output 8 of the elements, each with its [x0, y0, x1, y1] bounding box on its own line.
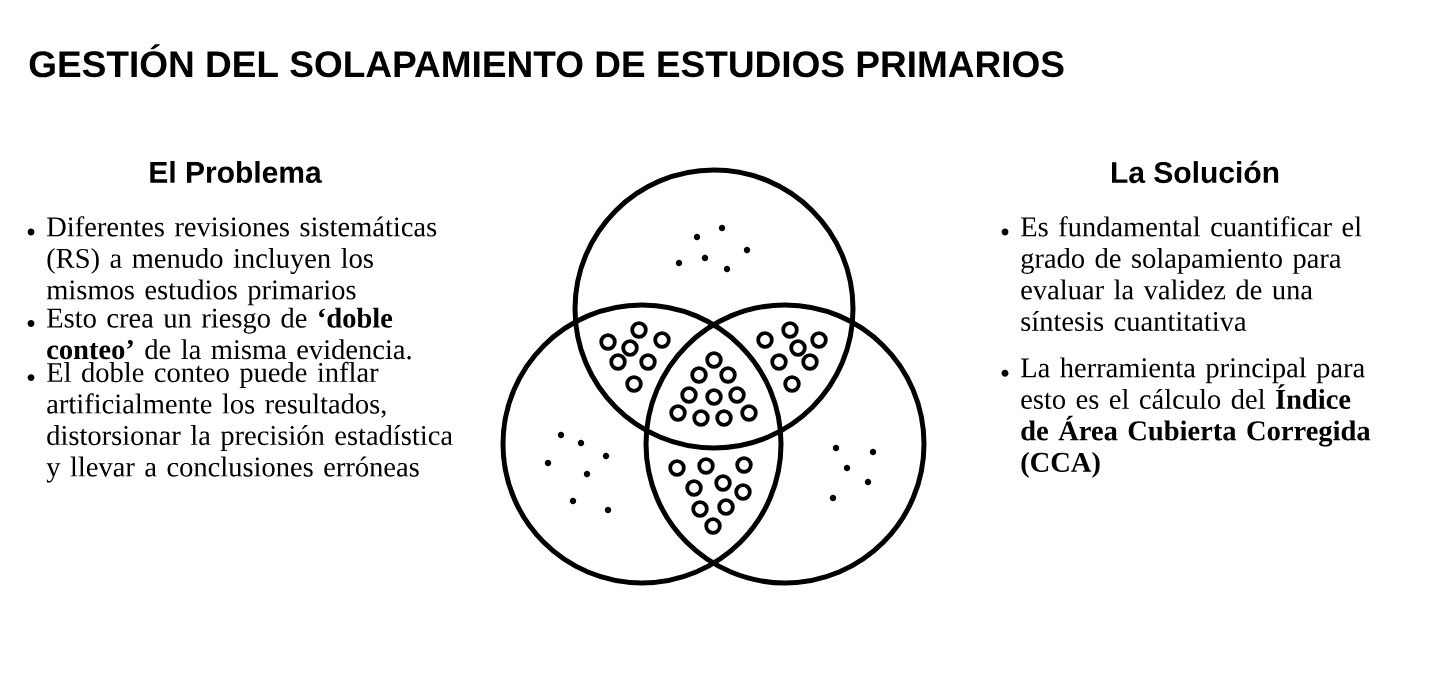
bullet-text: Diferentes revisiones sistemáticas (RS) a menudo incluyen los mismos estudios primarios [46, 216, 437, 306]
bullet-text: Esto crea un riesgo de ‘doble conteo’ de la misma evidencia. [47, 307, 411, 360]
column-heading: El Problema [150, 160, 322, 183]
title: GESTIÓN DEL SOLAPAMIENTO DE ESTUDIOS PRIMARIOS [29, 44, 1064, 78]
bullet-text: Es fundamental cuantificar el grado de solapamiento para evaluar la validez de una síntesis cuantitativa [1021, 216, 1362, 332]
column-heading: La Solución [1112, 160, 1279, 184]
bullet-text: El doble conteo puede inflar artificialmente los resultados, distorsionar la precisión estadística y llevar a conclusiones erróneas [46, 361, 453, 483]
bullet-text: La herramienta principal para esto es el cálculo del Índice de Área Cubierta Corregida (CCA) [1021, 357, 1371, 478]
